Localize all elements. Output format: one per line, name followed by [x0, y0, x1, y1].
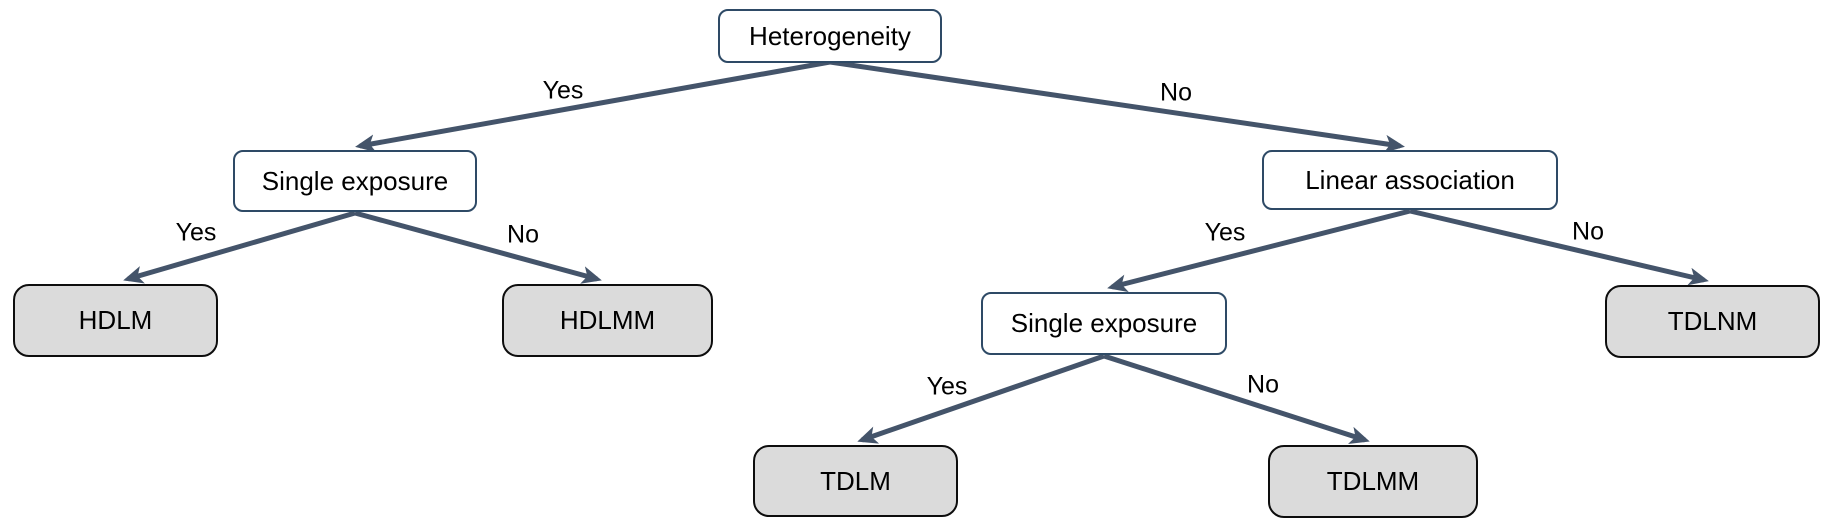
node-single-exposure-right: Single exposure: [981, 292, 1227, 355]
edge-heterogeneity-yes-to-single-exposure-left: [355, 59, 831, 153]
edge-label-right-yes: Yes: [926, 372, 968, 401]
node-tdlnm: TDLNM: [1605, 285, 1820, 358]
edge-single-exposure-right-yes-to-tdlm: [857, 353, 1105, 444]
node-heterogeneity: Heterogeneity: [718, 9, 942, 63]
edge-label-root-no: No: [1160, 78, 1192, 107]
edge-label-left-no: No: [507, 220, 539, 249]
edge-label-right-no: No: [1247, 370, 1279, 399]
node-single-exposure-left: Single exposure: [233, 150, 477, 212]
edge-linear-association-yes-to-single-exposure-right: [1107, 208, 1411, 293]
node-tdlm: TDLM: [753, 445, 958, 517]
edge-label-left-yes: Yes: [175, 218, 217, 247]
edge-single-exposure-right-no-to-tdlmm: [1103, 353, 1370, 444]
edge-label-root-yes: Yes: [542, 76, 584, 105]
node-tdlmm: TDLMM: [1268, 445, 1478, 518]
edge-linear-association-no-to-tdlnm: [1409, 208, 1709, 286]
edge-label-linear-no: No: [1572, 217, 1604, 246]
node-hdlm: HDLM: [13, 284, 218, 357]
edge-single-exposure-left-no-to-hdlmm: [354, 210, 602, 284]
node-hdlmm: HDLMM: [502, 284, 713, 357]
edge-heterogeneity-no-to-linear-association: [829, 59, 1405, 153]
edge-label-linear-yes: Yes: [1204, 218, 1246, 247]
node-linear-association: Linear association: [1262, 150, 1558, 210]
edge-single-exposure-left-yes-to-hdlm: [123, 210, 356, 284]
